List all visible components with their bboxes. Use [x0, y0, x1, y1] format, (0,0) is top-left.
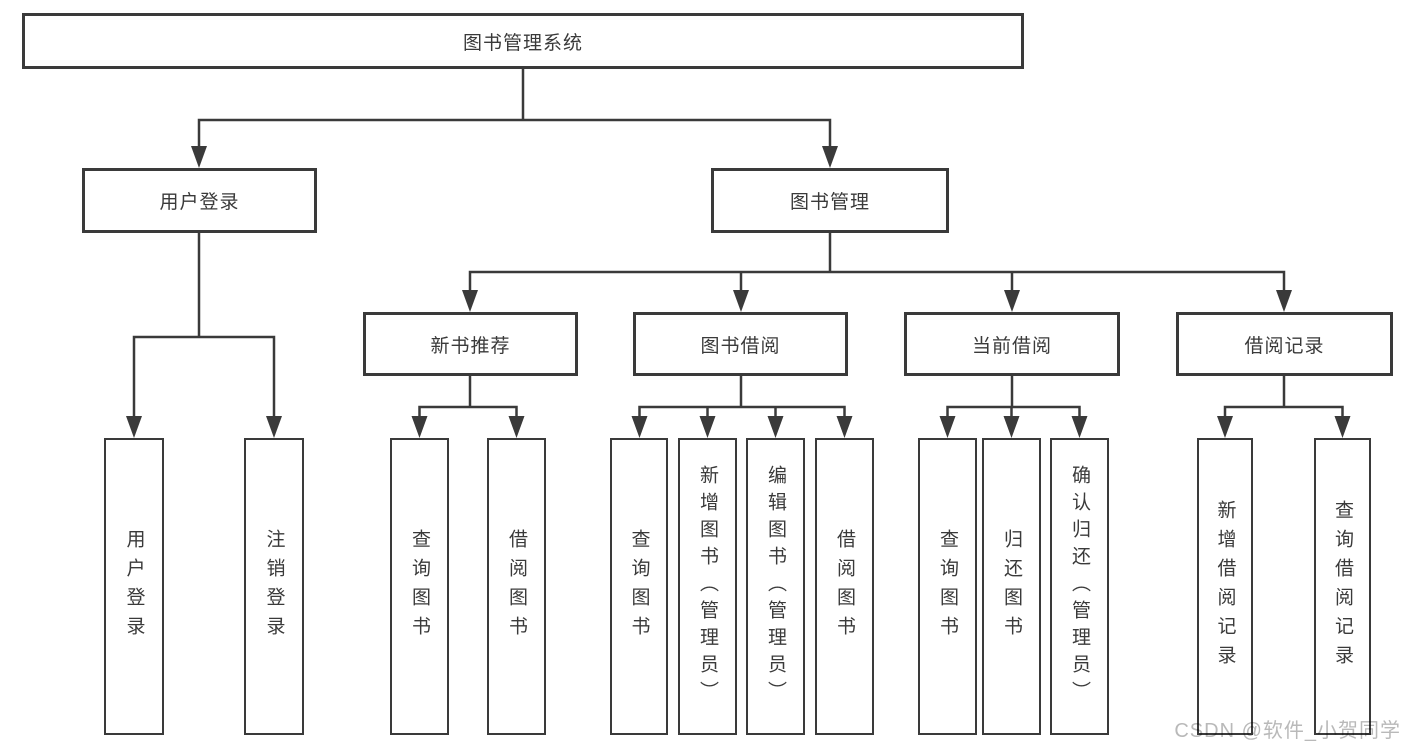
leaf-query-books-recommend-label: 查询图书	[409, 528, 430, 645]
leaf-query-books-borrow: 查询图书	[610, 438, 668, 735]
node-current-borrow: 当前借阅	[904, 312, 1120, 376]
arrow-icon	[836, 416, 853, 438]
connector-userlogin-split	[132, 335, 276, 417]
arrow-icon	[1217, 416, 1233, 438]
connector-recommend-split	[418, 405, 518, 417]
node-book-borrow: 图书借阅	[633, 312, 848, 376]
node-book-management-label: 图书管理	[789, 192, 870, 213]
node-new-book-recommend: 新书推荐	[363, 312, 578, 376]
watermark: CSDN @软件_小贺同学	[1174, 720, 1401, 742]
connector-borrow-split	[638, 405, 846, 417]
node-root: 图书管理系统	[22, 13, 1024, 69]
arrow-icon	[631, 416, 648, 438]
leaf-borrow-books-recommend: 借阅图书	[487, 438, 546, 735]
leaf-edit-books-admin: 编辑图书（管理员）	[746, 438, 805, 735]
leaf-return-books: 归还图书	[982, 438, 1041, 735]
leaf-query-borrow-record: 查询借阅记录	[1314, 438, 1371, 735]
leaf-user-login: 用户登录	[104, 438, 164, 735]
arrow-icon	[1003, 416, 1020, 438]
arrow-icon	[1276, 290, 1292, 312]
node-borrow-record: 借阅记录	[1176, 312, 1393, 376]
leaf-borrow-books-recommend-label: 借阅图书	[506, 528, 527, 645]
connector-current-split	[946, 405, 1081, 417]
leaf-add-books-admin-label: 新增图书（管理员）	[697, 465, 718, 708]
node-root-label: 图书管理系统	[462, 32, 583, 54]
node-user-login: 用户登录	[82, 168, 317, 233]
leaf-query-books-current-label: 查询图书	[937, 528, 958, 645]
arrow-icon	[462, 290, 478, 312]
node-user-login-label: 用户登录	[159, 192, 240, 213]
leaf-logout-label: 注销登录	[263, 528, 285, 645]
node-new-book-recommend-label: 新书推荐	[430, 335, 511, 357]
arrow-icon	[411, 416, 428, 438]
leaf-confirm-return-admin-label: 确认归还（管理员）	[1069, 465, 1090, 708]
leaf-add-borrow-record: 新增借阅记录	[1197, 438, 1253, 735]
arrow-icon	[508, 416, 525, 438]
node-borrow-record-label: 借阅记录	[1244, 335, 1325, 357]
arrow-icon	[733, 290, 749, 312]
arrow-icon	[699, 416, 716, 438]
arrow-icon	[266, 416, 282, 438]
leaf-logout: 注销登录	[244, 438, 304, 735]
leaf-add-books-admin: 新增图书（管理员）	[678, 438, 737, 735]
node-book-management: 图书管理	[711, 168, 949, 233]
leaf-borrow-books-label: 借阅图书	[834, 528, 855, 645]
connector-bookmgmt-split	[468, 270, 1286, 291]
connector-root-split	[197, 118, 832, 147]
arrow-icon	[191, 146, 207, 168]
arrow-icon	[767, 416, 784, 438]
leaf-query-books-recommend: 查询图书	[390, 438, 449, 735]
arrow-icon	[126, 416, 142, 438]
arrow-icon	[1334, 416, 1351, 438]
arrow-icon	[822, 146, 838, 168]
arrow-icon	[1071, 416, 1088, 438]
arrow-icon	[1004, 290, 1020, 312]
leaf-add-borrow-record-label: 新增借阅记录	[1214, 499, 1236, 674]
arrowheads	[126, 146, 1351, 438]
leaf-confirm-return-admin: 确认归还（管理员）	[1050, 438, 1109, 735]
arrow-icon	[939, 416, 956, 438]
leaf-query-books-borrow-label: 查询图书	[628, 528, 650, 645]
node-current-borrow-label: 当前借阅	[971, 335, 1052, 357]
leaf-edit-books-admin-label: 编辑图书（管理员）	[765, 465, 786, 708]
leaf-query-borrow-record-label: 查询借阅记录	[1332, 499, 1353, 674]
node-book-borrow-label: 图书借阅	[700, 335, 781, 357]
connector-record-split	[1223, 405, 1344, 417]
leaf-query-books-current: 查询图书	[918, 438, 977, 735]
leaf-return-books-label: 归还图书	[1001, 528, 1022, 645]
leaf-user-login-label: 用户登录	[123, 528, 145, 645]
leaf-borrow-books: 借阅图书	[815, 438, 874, 735]
